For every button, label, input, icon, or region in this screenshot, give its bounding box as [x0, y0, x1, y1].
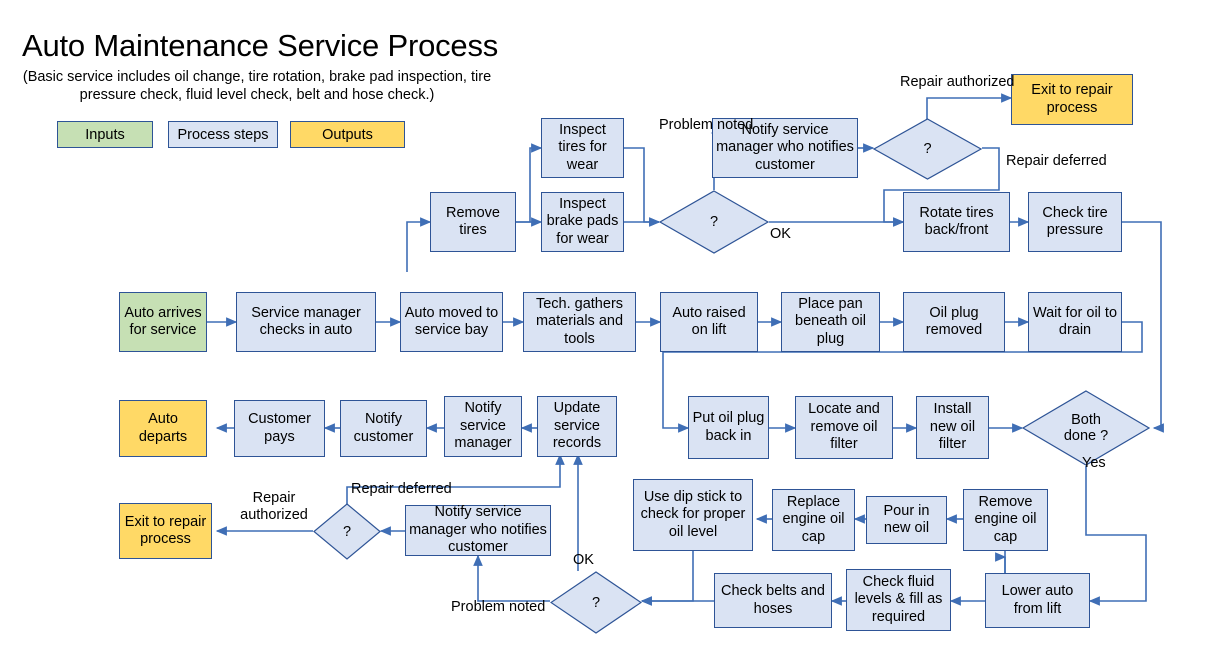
node-check-tire-pressure[interactable]: Check tire pressure — [1028, 192, 1122, 252]
node-exit-to-repair-process-top[interactable]: Exit to repair process — [1011, 74, 1133, 125]
node-auto-moved-to-service-bay[interactable]: Auto moved to service bay — [400, 292, 503, 352]
edge-label-repair-authorized-bottom: Repair authorized — [240, 490, 308, 523]
diamond-shape — [873, 118, 982, 180]
node-remove-tires[interactable]: Remove tires — [430, 192, 516, 252]
edge-label-yes-both-done: Yes — [1082, 455, 1106, 471]
node-check-belts-and-hoses[interactable]: Check belts and hoses — [714, 573, 832, 628]
node-auto-departs[interactable]: Auto departs — [119, 400, 207, 457]
node-notify-customer[interactable]: Notify customer — [340, 400, 427, 457]
edge-label-repair-deferred-bottom: Repair deferred — [351, 481, 452, 497]
legend-outputs-label: Outputs — [322, 126, 373, 143]
node-auto-raised-on-lift[interactable]: Auto raised on lift — [660, 292, 758, 352]
edge-label-repair-authorized-top: Repair authorized — [900, 74, 1015, 90]
legend-process: Process steps — [168, 121, 278, 148]
node-auto-arrives-for-service[interactable]: Auto arrives for service — [119, 292, 207, 352]
node-check-fluid-levels[interactable]: Check fluid levels & fill as required — [846, 569, 951, 631]
diamond-shape — [313, 503, 381, 560]
edge-label-repair-deferred-top: Repair deferred — [1006, 153, 1107, 169]
node-wait-for-oil-to-drain[interactable]: Wait for oil to drain — [1028, 292, 1122, 352]
edge-label-problem-noted-top: Problem noted — [659, 117, 754, 133]
node-notify-service-manager-bottom[interactable]: Notify service manager who notifies cust… — [405, 504, 551, 556]
edge-label-problem-noted-bottom: Problem noted — [451, 599, 546, 615]
diamond-shape — [1022, 390, 1150, 466]
decision-oil-level-check[interactable]: ? — [550, 571, 642, 634]
node-use-dip-stick[interactable]: Use dip stick to check for proper oil le… — [633, 479, 753, 551]
legend-process-label: Process steps — [177, 126, 269, 143]
node-pour-in-new-oil[interactable]: Pour in new oil — [866, 496, 947, 544]
decision-repair-authorization-bottom[interactable]: ? — [313, 503, 381, 560]
page-title: Auto Maintenance Service Process — [22, 28, 499, 63]
node-rotate-tires[interactable]: Rotate tires back/front — [903, 192, 1010, 252]
node-oil-plug-removed[interactable]: Oil plug removed — [903, 292, 1005, 352]
node-put-oil-plug-back-in[interactable]: Put oil plug back in — [688, 396, 769, 459]
edge-label-ok-top: OK — [770, 226, 791, 242]
node-tech-gathers-materials[interactable]: Tech. gathers materials and tools — [523, 292, 636, 352]
node-replace-engine-oil-cap[interactable]: Replace engine oil cap — [772, 489, 855, 551]
node-lower-auto-from-lift[interactable]: Lower auto from lift — [985, 573, 1090, 628]
node-exit-to-repair-process-bottom[interactable]: Exit to repair process — [119, 503, 212, 559]
node-locate-and-remove-oil-filter[interactable]: Locate and remove oil filter — [795, 396, 893, 459]
decision-repair-authorization-top[interactable]: ? — [873, 118, 982, 180]
node-inspect-brake-pads[interactable]: Inspect brake pads for wear — [541, 192, 624, 252]
decision-tire-inspection[interactable]: ? — [659, 190, 769, 254]
node-notify-service-manager-top[interactable]: Notify service manager who notifies cust… — [712, 118, 858, 178]
node-install-new-oil-filter[interactable]: Install new oil filter — [916, 396, 989, 459]
legend-outputs: Outputs — [290, 121, 405, 148]
node-service-manager-checks-in[interactable]: Service manager checks in auto — [236, 292, 376, 352]
node-place-pan-beneath-oil-plug[interactable]: Place pan beneath oil plug — [781, 292, 880, 352]
diamond-shape — [550, 571, 642, 634]
legend-inputs-label: Inputs — [85, 126, 125, 143]
diamond-shape — [659, 190, 769, 254]
node-notify-service-manager[interactable]: Notify service manager — [444, 396, 522, 457]
node-customer-pays[interactable]: Customer pays — [234, 400, 325, 457]
decision-both-done[interactable]: Both done ? — [1022, 390, 1150, 466]
node-inspect-tires[interactable]: Inspect tires for wear — [541, 118, 624, 178]
page-subtitle: (Basic service includes oil change, tire… — [22, 69, 492, 103]
edge-label-ok-bottom: OK — [573, 552, 594, 568]
legend-inputs: Inputs — [57, 121, 153, 148]
node-remove-engine-oil-cap[interactable]: Remove engine oil cap — [963, 489, 1048, 551]
node-update-service-records[interactable]: Update service records — [537, 396, 617, 457]
